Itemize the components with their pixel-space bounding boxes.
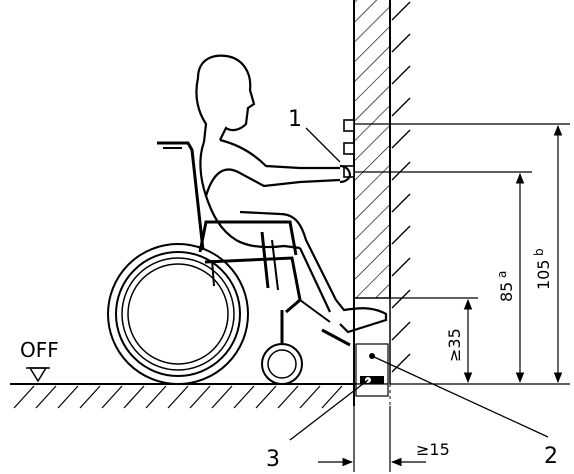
dim-105-note: b (532, 248, 546, 256)
dim-35-value: ≥35 (445, 328, 464, 362)
wheelchair (107, 141, 351, 385)
wall (353, 0, 411, 406)
callout-1: 1 (288, 107, 302, 132)
dimension-lines (318, 123, 570, 472)
dim-85-note: a (495, 271, 509, 278)
person (195, 54, 388, 334)
dimension-35: ≥35 (445, 328, 464, 362)
callout-3: 3 (266, 447, 280, 472)
floor-level-label: OFF (20, 338, 59, 362)
dim-105-value: 105 (534, 259, 553, 290)
floor-level-marker: OFF (20, 338, 59, 383)
leader-lines (289, 127, 549, 441)
floor (10, 383, 356, 409)
callout-2: 2 (544, 444, 558, 469)
dim-85-value: 85 (497, 282, 516, 302)
dim-15-value: ≥15 (416, 440, 450, 459)
dimension-85: 85 a (495, 271, 516, 302)
dimension-105: 105 b (532, 248, 553, 290)
